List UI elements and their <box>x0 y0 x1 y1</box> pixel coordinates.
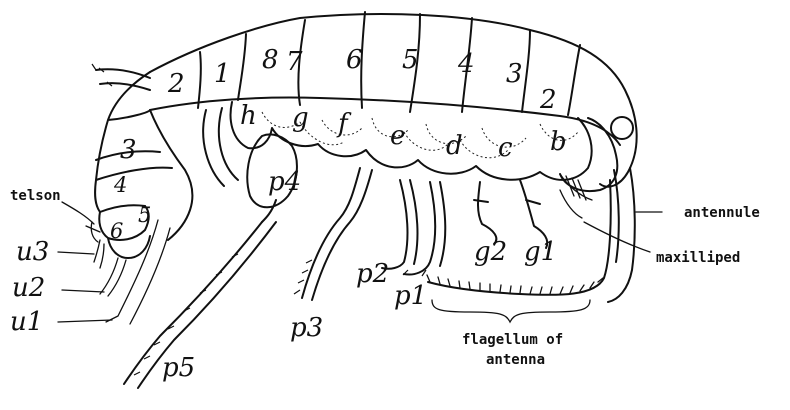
coxa-label-e: e <box>390 121 405 151</box>
coxa-label-b: b <box>550 127 567 157</box>
abdomen-label-6: 6 <box>110 219 123 243</box>
label-flagellum-line2: antenna <box>486 352 545 368</box>
coxa-label-h: h <box>240 101 257 131</box>
segment-label-1: 1 <box>214 59 231 89</box>
label-maxilliped: maxilliped <box>656 250 740 266</box>
u1-leader <box>58 320 112 322</box>
label-u3: u3 <box>16 237 49 267</box>
gnathopod-g2 <box>474 182 496 244</box>
antennule-shape <box>608 168 635 302</box>
segment-label-5: 5 <box>402 45 419 75</box>
antenna-spines <box>427 275 603 294</box>
label-flagellum-line1: flagellum of <box>462 332 563 348</box>
label-p5: p5 <box>162 353 195 383</box>
antenna-flagellum-shape <box>428 180 611 295</box>
flagellum-brace <box>432 300 590 322</box>
segment-label-3: 3 <box>506 59 523 89</box>
uropod-u2 <box>100 258 126 296</box>
uropod-u3 <box>94 240 104 268</box>
label-antennule: antennule <box>684 205 760 221</box>
label-g2: g2 <box>474 237 507 267</box>
pereopod-p1 <box>404 182 445 275</box>
label-p2: p2 <box>356 259 389 289</box>
label-p3: p3 <box>290 313 323 343</box>
label-u1: u1 <box>10 307 43 337</box>
telson-leader <box>62 202 94 224</box>
coxa-label-c: c <box>498 133 513 163</box>
label-g1: g1 <box>524 237 557 267</box>
abdomen-label-2: 2 <box>167 69 185 99</box>
u2-leader <box>62 290 104 292</box>
segment-label-6: 6 <box>346 45 363 75</box>
segment-label-4: 4 <box>457 49 475 79</box>
u3-leader <box>58 252 94 254</box>
eye <box>611 117 633 139</box>
abdomen-label-5: 5 <box>138 203 151 227</box>
segment-label-8: 8 <box>262 45 279 75</box>
mouthparts-shape <box>560 174 592 218</box>
label-u2: u2 <box>12 273 45 303</box>
segment-label-2: 2 <box>539 85 557 115</box>
label-p1: p1 <box>394 281 427 311</box>
segment-label-7: 7 <box>286 47 303 77</box>
label-telson: telson <box>10 188 61 204</box>
abdomen-label-4: 4 <box>113 173 127 197</box>
abdomen-label-3: 3 <box>120 135 137 165</box>
pereopod-p2 <box>382 180 417 269</box>
coxa-label-g: g <box>292 103 309 133</box>
telson-shape <box>86 222 100 242</box>
label-p4: p4 <box>268 167 301 197</box>
gill-dotted-outlines <box>262 112 578 158</box>
coxa-label-d: d <box>446 131 463 161</box>
